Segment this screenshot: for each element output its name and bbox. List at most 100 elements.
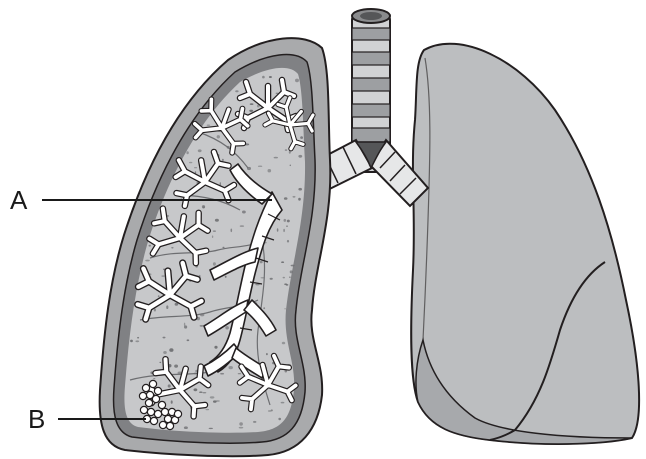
alveolus xyxy=(147,408,154,415)
tissue-speckle xyxy=(229,366,233,369)
alveolus xyxy=(159,421,166,428)
tissue-speckle xyxy=(198,149,202,152)
trachea-ring xyxy=(352,78,390,91)
tissue-speckle xyxy=(278,418,281,420)
alveolus xyxy=(140,406,147,413)
tissue-speckle xyxy=(290,270,293,273)
alveolus xyxy=(149,380,156,387)
tissue-speckle xyxy=(284,283,287,285)
tissue-speckle xyxy=(225,326,229,329)
tissue-speckle xyxy=(186,151,188,154)
tissue-speckle xyxy=(300,136,303,139)
tissue-speckle xyxy=(277,228,279,232)
trachea-ring xyxy=(352,104,390,117)
tissue-speckle xyxy=(298,155,302,158)
alveolus xyxy=(142,384,149,391)
tissue-speckle xyxy=(250,103,254,105)
tissue-speckle xyxy=(281,402,285,404)
tissue-speckle xyxy=(291,265,295,267)
tissue-speckle xyxy=(262,76,265,79)
tissue-speckle xyxy=(217,135,220,138)
tissue-speckle xyxy=(263,307,265,309)
tissue-speckle xyxy=(287,240,289,243)
tissue-speckle xyxy=(239,422,243,425)
tissue-speckle xyxy=(149,245,151,247)
tissue-speckle xyxy=(238,373,241,374)
label-a: A xyxy=(10,185,28,215)
tissue-speckle xyxy=(166,305,168,309)
tissue-speckle xyxy=(284,308,285,309)
tissue-speckle xyxy=(171,400,173,403)
right-lung-body xyxy=(411,44,639,444)
tissue-speckle xyxy=(284,219,287,222)
tissue-speckle xyxy=(214,346,217,349)
tissue-speckle xyxy=(206,409,210,410)
alveolus xyxy=(174,410,181,417)
tissue-speckle xyxy=(194,167,197,168)
tissue-speckle xyxy=(285,149,288,151)
tissue-speckle xyxy=(130,340,133,343)
tissue-speckle xyxy=(281,261,284,263)
tissue-speckle xyxy=(253,421,256,423)
tissue-speckle xyxy=(242,211,246,214)
alveolus xyxy=(150,417,157,424)
tissue-speckle xyxy=(174,365,178,368)
tissue-speckle xyxy=(184,323,185,326)
tissue-speckle xyxy=(220,373,224,375)
tissue-speckle xyxy=(274,157,278,159)
tissue-speckle xyxy=(145,260,150,262)
tissue-speckle xyxy=(282,342,285,345)
tissue-speckle xyxy=(258,166,262,167)
tissue-speckle xyxy=(163,351,167,354)
tissue-speckle xyxy=(289,276,291,278)
tissue-speckle xyxy=(235,90,238,92)
tissue-speckle xyxy=(283,277,285,279)
tissue-speckle xyxy=(225,276,227,278)
tissue-speckle xyxy=(268,410,272,411)
tissue-speckle xyxy=(161,275,164,276)
tissue-speckle xyxy=(159,362,161,363)
tissue-speckle xyxy=(187,339,190,341)
tissue-speckle xyxy=(207,125,210,126)
tissue-speckle xyxy=(270,278,273,280)
tissue-speckle xyxy=(298,188,302,191)
tissue-speckle xyxy=(249,110,253,112)
tissue-speckle xyxy=(212,235,213,238)
tissue-speckle xyxy=(222,247,224,248)
alveolus xyxy=(152,395,159,402)
tissue-speckle xyxy=(184,426,188,429)
tissue-speckle xyxy=(153,378,155,379)
tissue-speckle xyxy=(215,400,219,401)
alveolus xyxy=(161,408,168,415)
tissue-speckle xyxy=(269,76,272,78)
trachea-ring xyxy=(352,28,390,40)
tissue-speckle xyxy=(213,231,216,232)
alveolus xyxy=(158,401,165,408)
tissue-speckle xyxy=(203,392,207,393)
tissue-speckle xyxy=(158,295,160,297)
alveolus xyxy=(166,422,173,429)
tissue-speckle xyxy=(222,159,224,161)
alveolus xyxy=(154,387,161,394)
tissue-speckle xyxy=(268,169,272,172)
tissue-speckle xyxy=(154,309,156,312)
trachea-ring xyxy=(352,128,390,142)
tissue-speckle xyxy=(240,225,244,227)
tissue-speckle xyxy=(168,384,171,387)
tissue-speckle xyxy=(239,427,244,429)
tissue-speckle xyxy=(286,226,288,227)
tissue-speckle xyxy=(171,247,173,248)
tissue-speckle xyxy=(199,391,202,393)
tissue-speckle xyxy=(169,348,173,352)
tissue-speckle xyxy=(137,337,139,339)
label-b: B xyxy=(28,404,45,434)
tissue-speckle xyxy=(200,325,204,326)
trachea-ring xyxy=(352,52,390,65)
tissue-speckle xyxy=(287,220,290,223)
tissue-speckle xyxy=(203,206,205,208)
tissue-speckle xyxy=(295,79,299,83)
tissue-speckle xyxy=(266,353,268,355)
right-lung xyxy=(411,44,639,444)
